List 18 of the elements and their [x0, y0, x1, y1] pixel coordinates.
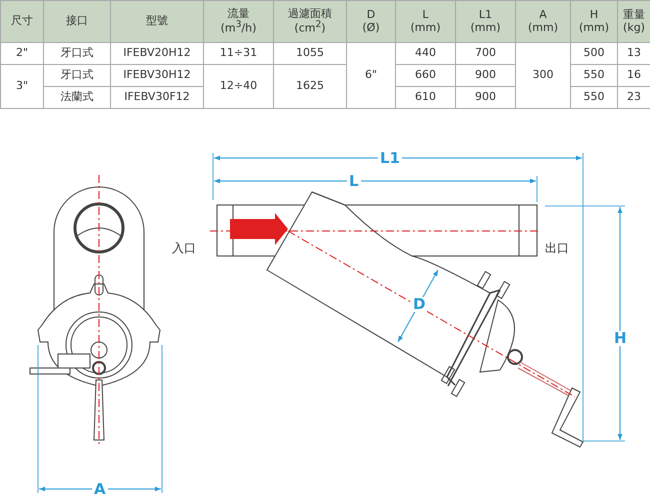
table-cell: 3" — [0, 64, 44, 109]
port-label: 入口 — [172, 242, 196, 254]
column-header: 重量 (kg) — [617, 0, 650, 43]
dimension-label: A — [92, 482, 108, 497]
column-header: 接口 — [43, 0, 111, 43]
column-header: H (mm) — [570, 0, 618, 43]
dimension-label: D — [411, 297, 428, 312]
dimension-label: L1 — [378, 151, 402, 166]
column-header: D (Ø) — [346, 0, 396, 43]
column-header: 尺寸 — [0, 0, 44, 43]
column-header: A (mm) — [515, 0, 571, 43]
column-header: 流量 (m$^{3}$/h) — [203, 0, 274, 43]
column-header: 過濾面積 (cm$^{2}$) — [273, 0, 347, 43]
port-label: 出口 — [545, 242, 569, 254]
column-header: L (mm) — [395, 0, 456, 43]
column-header: 型號 — [110, 0, 204, 43]
column-header: L1 (mm) — [455, 0, 516, 43]
dimension-label: L — [347, 174, 361, 189]
